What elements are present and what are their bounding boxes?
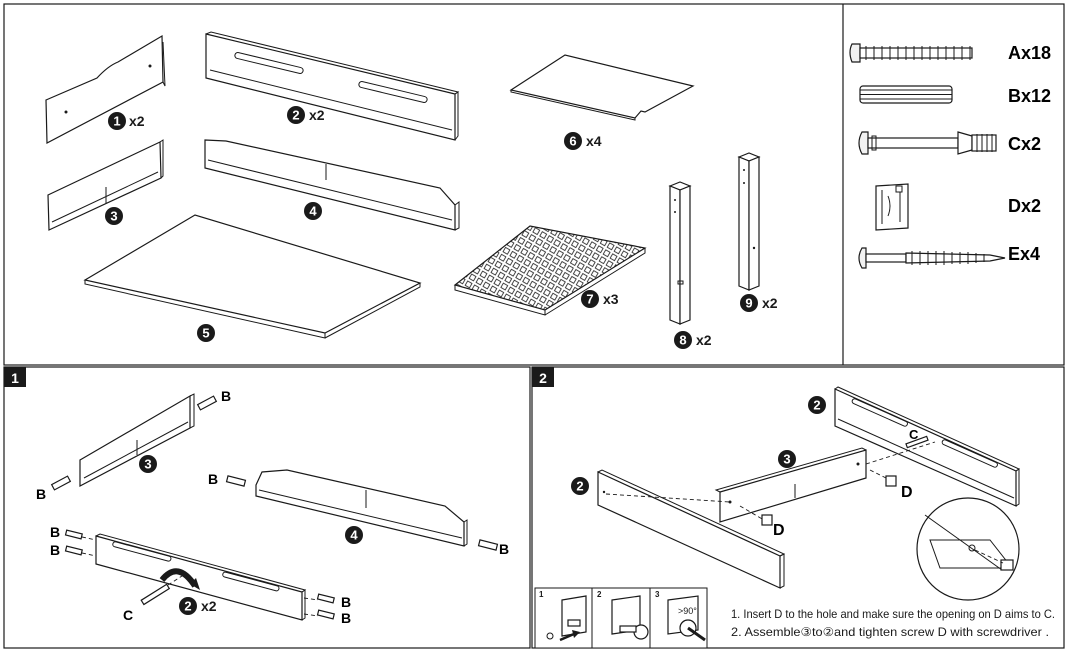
cam-bolt-icon [858,131,997,155]
wood-screw-icon [858,247,1006,269]
step2-part-2-rail-front [597,469,786,589]
part-7-lattice-panel [453,225,647,316]
step1-part-3-rail [79,393,195,487]
step2-inset-panels [534,587,708,649]
step1-dowel-label-8: B [341,610,351,626]
part-5-label: 5 [197,324,215,342]
step2-lock-label-2: D [901,484,913,501]
part-8-label: 8 x2 [674,331,712,349]
svg-text:x4: x4 [586,133,602,149]
svg-text:5: 5 [202,326,209,341]
wood-dowel-icon [859,85,953,104]
svg-text:8: 8 [679,333,686,348]
cam-lock-icon [875,183,909,231]
svg-text:4: 4 [350,528,358,543]
svg-text:3: 3 [110,209,117,224]
part-4-label: 4 [304,202,322,220]
step2-instruction-2: 2. Assemble③to②and tighten screw D with … [731,625,1049,639]
part-6-thin-board [509,54,695,121]
svg-text:3: 3 [783,452,790,467]
svg-text:x2: x2 [129,113,145,129]
step2-part-2-label-back: 2 [808,396,826,414]
step2-angle-label: >90° [678,606,697,616]
step1-dowel-icon [50,395,218,491]
svg-text:x3: x3 [603,291,619,307]
svg-text:1: 1 [11,370,19,386]
svg-text:4: 4 [309,204,317,219]
step1-number-box: 1 [4,367,26,387]
hardware-e-label: Ex4 [1008,244,1040,264]
long-screw-icon [849,43,973,63]
step2-part-3-rail [714,447,867,523]
svg-text:7: 7 [586,292,593,307]
step2-bolt-label: C [909,427,919,442]
part-4-guard-rail [204,139,460,231]
part-3-short-rail [47,139,164,231]
svg-text:6: 6 [569,134,576,149]
svg-text:1: 1 [113,114,120,129]
step1-part-4-label: 4 [345,526,363,544]
part-8-corner-post [668,181,692,325]
step1-part-3-label: 3 [139,455,157,473]
part-1-label: 1 x2 [108,112,145,130]
step1-dowel-label-2: B [36,486,46,502]
step2-lock-label-1: D [773,522,785,539]
step1-dowel-label-3: B [208,471,218,487]
parts-panel-frame [3,3,1065,366]
svg-text:9: 9 [745,296,752,311]
hardware-a-label: Ax18 [1008,43,1051,63]
step2-detail-zoom [916,497,1020,601]
part-9-corner-post [737,152,761,291]
svg-text:3: 3 [144,457,151,472]
hardware-c-label: Cx2 [1008,134,1041,154]
step2-cam-lock-icon [761,475,897,526]
step1-dowel-label-4: B [499,541,509,557]
step1-dowel-label-5: B [50,524,60,540]
step1-bolt-label: C [123,607,133,623]
part-9-label: 9 x2 [740,294,778,312]
svg-text:x2: x2 [696,332,712,348]
step1-dowel-label-6: B [50,542,60,558]
step1-dowel-icon-2 [225,475,499,551]
part-7-label: 7 x3 [581,290,619,308]
svg-text:2: 2 [813,398,820,413]
svg-text:x2: x2 [309,107,325,123]
step1-dowel-label-7: B [341,594,351,610]
step2-frame [531,366,1065,649]
hardware-d-label: Dx2 [1008,196,1041,216]
step2-number-box: 2 [532,367,554,387]
step2-instruction-1: 1. Insert D to the hole and make sure th… [731,607,1055,621]
hardware-b-label: Bx12 [1008,86,1051,106]
svg-text:2: 2 [184,599,191,614]
svg-text:x2: x2 [762,295,778,311]
part-3-label: 3 [105,207,123,225]
part-2-long-rail [205,31,460,141]
step1-frame [3,366,531,649]
step2-part-2-label-front: 2 [571,477,589,495]
step2-inset-3-label: 3 [655,590,660,599]
step2-part-3-label: 3 [778,450,796,468]
step1-part-2-label: 2 x2 [179,597,217,615]
svg-text:x2: x2 [201,598,217,614]
part-1-side-panel [45,34,166,144]
step2-cam-bolt-icon [905,435,929,449]
part-6-label: 6 x4 [564,132,602,150]
step1-part-4-guard [255,469,468,547]
svg-text:2: 2 [292,108,299,123]
step1-cam-bolt-icon [140,575,183,606]
step2-part-2-rail-back [834,386,1021,507]
svg-text:2: 2 [576,479,583,494]
step1-dowel-label-1: B [221,388,231,404]
step1-dowel-icon-3 [64,529,335,620]
svg-text:2: 2 [539,370,547,386]
step2-inset-2-label: 2 [597,590,602,599]
part-5-base-board [83,214,422,339]
step1-part-2-rail [95,533,307,621]
part-2-label: 2 x2 [287,106,325,124]
step2-inset-1-label: 1 [539,590,544,599]
